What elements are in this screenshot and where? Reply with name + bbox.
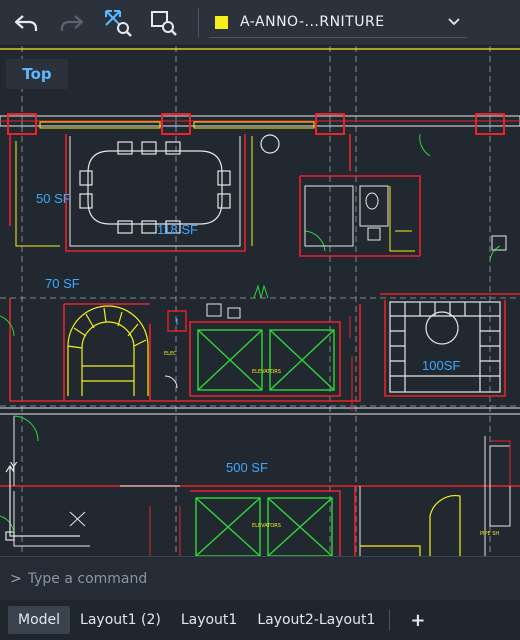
svg-text:I: I	[489, 121, 492, 131]
top-toolbar: A-ANNO-...RNITURE	[0, 0, 520, 46]
elevator-shafts	[195, 329, 335, 556]
zoom-extents-icon	[105, 9, 132, 37]
layer-dropdown[interactable]: A-ANNO-...RNITURE	[209, 8, 467, 38]
svg-text:I: I	[329, 121, 332, 131]
room-label: 500 SF	[226, 460, 268, 475]
chevron-down-icon	[448, 18, 460, 26]
zoom-window-button[interactable]	[144, 3, 184, 43]
toolbar-separator	[198, 7, 199, 38]
room-label: 100SF	[422, 358, 460, 373]
svg-text:Y: Y	[9, 460, 18, 474]
layer-name: A-ANNO-...RNITURE	[240, 14, 385, 30]
tab-layout1[interactable]: Layout1	[180, 612, 238, 628]
tab-separator	[389, 609, 391, 631]
wall-outlines	[0, 136, 520, 556]
redo-icon	[60, 14, 84, 31]
room-label: 70 SF	[45, 276, 80, 291]
room-labels: 50 SF 118 SF 70 SF 100SF 500 SF	[36, 191, 460, 475]
svg-text:I: I	[175, 121, 178, 131]
drawing-canvas[interactable]: I I I I	[0, 46, 520, 556]
tab-layout1-2[interactable]: Layout1 (2)	[80, 612, 161, 628]
tab-model[interactable]: Model	[8, 606, 71, 634]
conference-table	[79, 141, 231, 234]
layer-color-swatch	[215, 15, 228, 29]
tab-layout2-layout1[interactable]: Layout2-Layout1	[257, 612, 376, 628]
pipe-label: PIPE SH	[480, 531, 499, 537]
layout-tabs: Model Layout1 (2) Layout1 Layout2-Layout…	[0, 600, 520, 640]
add-layout-button[interactable]: +	[410, 609, 426, 631]
room-label: 50 SF	[36, 191, 71, 206]
svg-text:I: I	[176, 318, 179, 328]
room-label: 118 SF	[157, 222, 198, 237]
undo-button[interactable]	[6, 3, 46, 43]
spiral-stair	[67, 305, 149, 396]
command-input[interactable]	[27, 570, 488, 587]
small-labels: ELEVATORS ELEVATORS ELEC PIPE SH	[164, 351, 499, 537]
elec-label: ELEC	[164, 351, 177, 357]
interior-walls	[0, 134, 520, 556]
door-swings	[0, 133, 501, 537]
elevator-label: ELEVATORS	[252, 369, 281, 375]
redo-button[interactable]	[52, 3, 92, 43]
floor-plan-drawing: I I I I	[0, 46, 520, 556]
zoom-window-icon	[151, 10, 177, 36]
zoom-extents-button[interactable]	[98, 3, 138, 43]
undo-icon	[14, 14, 38, 31]
view-cube-label[interactable]: Top	[6, 59, 68, 89]
command-prompt-icon: >	[10, 570, 22, 587]
ucs-icon	[5, 464, 80, 541]
svg-text:I: I	[21, 121, 24, 131]
elevator-label: ELEVATORS	[252, 523, 281, 529]
command-line: >	[0, 556, 520, 600]
lounge-seating	[389, 301, 501, 393]
